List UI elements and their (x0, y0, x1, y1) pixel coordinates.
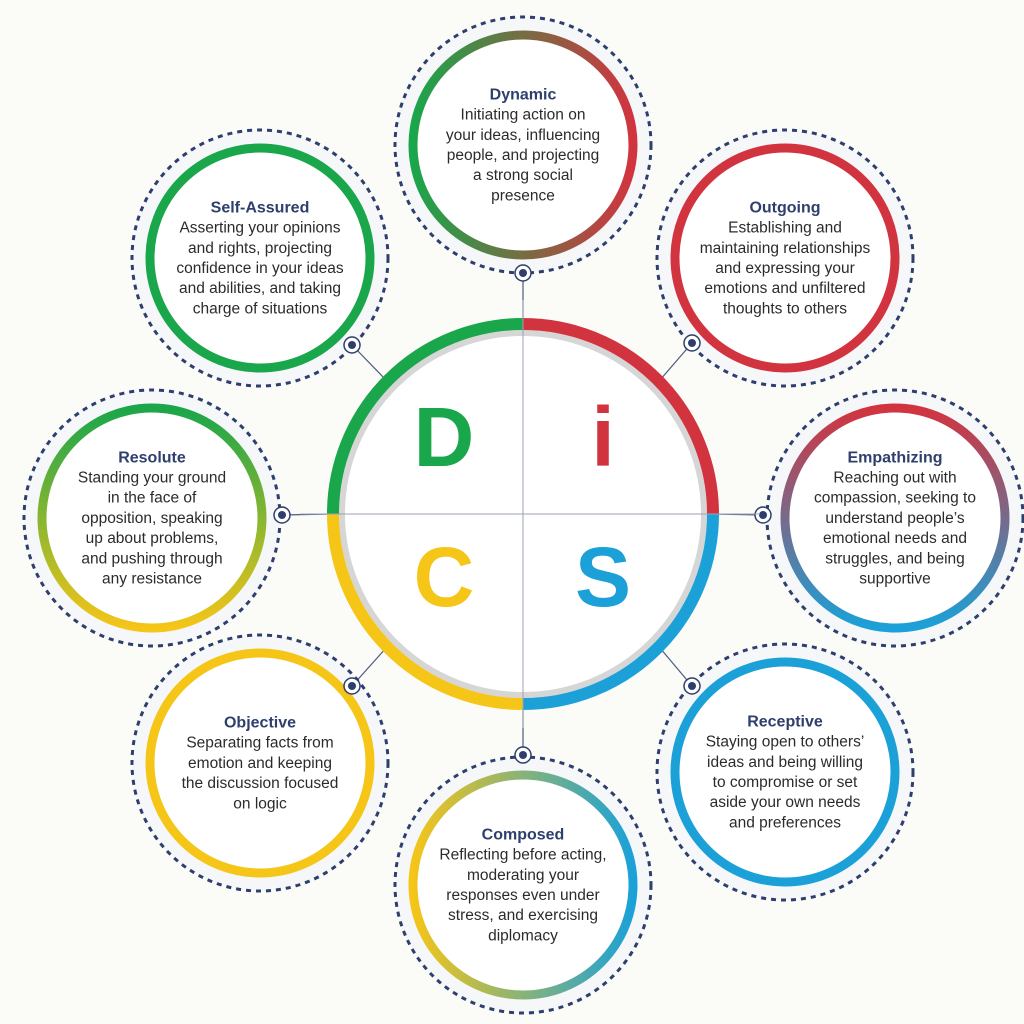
trait-description-line: understand people’s (825, 510, 965, 527)
trait-title: Self-Assured (211, 199, 310, 216)
arc-d-green (327, 318, 524, 515)
trait-description-line: in the face of (108, 490, 197, 507)
letter-c: C (414, 530, 475, 624)
trait-ring (780, 403, 1010, 633)
trait-description-line: struggles, and being (825, 550, 965, 567)
disc-center-circle: D i C S (300, 300, 760, 728)
connector-dot (348, 341, 356, 349)
trait-title: Objective (224, 715, 296, 732)
trait-description-line: and preferences (729, 814, 841, 831)
trait-description-line: diplomacy (488, 927, 558, 944)
trait-description-line: charge of situations (193, 300, 328, 317)
trait-description-line: stress, and exercising (448, 907, 598, 924)
trait-description-line: up about problems, (86, 530, 219, 547)
trait-description-line: presence (491, 187, 555, 204)
letter-s: S (575, 530, 631, 624)
trait-ring (37, 403, 267, 633)
trait-description-line: Staying open to others’ (706, 734, 865, 751)
trait-ring (145, 143, 375, 373)
trait-title: Outgoing (749, 199, 820, 216)
trait-description-line: and abilities, and taking (179, 280, 341, 297)
trait-description-line: Reaching out with (833, 470, 956, 487)
trait-ring (670, 143, 900, 373)
trait-description-line: moderating your (467, 867, 579, 884)
trait-description-line: your ideas, influencing (446, 127, 600, 144)
trait-description-line: and expressing your (715, 260, 855, 277)
trait-description-line: on logic (233, 795, 287, 812)
trait-ring (145, 648, 375, 878)
trait-description-line: Asserting your opinions (179, 220, 340, 237)
letter-i: i (591, 390, 614, 484)
trait-description-line: any resistance (102, 571, 202, 588)
trait-description-line: a strong social (473, 167, 573, 184)
trait-description-line: ideas and being willing (707, 754, 863, 771)
trait-description-line: and rights, projecting (188, 240, 332, 257)
trait-description-line: Establishing and (728, 220, 842, 237)
trait-description-line: supportive (859, 571, 931, 588)
trait-description-line: opposition, speaking (81, 510, 222, 527)
connector-dot (688, 339, 696, 347)
trait-description-line: Standing your ground (78, 470, 226, 487)
trait-description-line: emotions and unfiltered (704, 280, 865, 297)
trait-description-line: people, and projecting (447, 147, 600, 164)
trait-title: Resolute (118, 449, 186, 466)
trait-description-line: responses even under (446, 887, 599, 904)
trait-description-line: compassion, seeking to (814, 490, 976, 507)
trait-description-line: confidence in your ideas (176, 260, 343, 277)
connector-dot (278, 511, 286, 519)
trait-title: Empathizing (847, 449, 942, 466)
trait-ring (408, 770, 638, 1000)
trait-description-line: the discussion focused (182, 775, 339, 792)
trait-ring (408, 30, 638, 260)
arc-c-yellow (327, 513, 524, 710)
connector-dot (688, 682, 696, 690)
connector-dot (519, 751, 527, 759)
trait-description-line: emotion and keeping (188, 755, 332, 772)
trait-description-line: maintaining relationships (700, 240, 871, 257)
connector-dot (759, 511, 767, 519)
trait-description-line: Initiating action on (461, 107, 586, 124)
letter-d: D (414, 390, 475, 484)
trait-description-line: and pushing through (81, 550, 222, 567)
trait-description-line: aside your own needs (710, 794, 861, 811)
trait-description-line: thoughts to others (723, 300, 847, 317)
arc-s-blue (522, 513, 719, 710)
trait-description-line: to compromise or set (713, 774, 858, 791)
trait-title: Dynamic (490, 86, 557, 103)
trait-description-line: Separating facts from (186, 735, 333, 752)
trait-description-line: Reflecting before acting, (439, 847, 606, 864)
trait-description-line: emotional needs and (823, 530, 967, 547)
connector-dot (348, 682, 356, 690)
connector-dot (519, 269, 527, 277)
trait-ring (670, 657, 900, 887)
arc-i-red (522, 318, 719, 515)
trait-title: Receptive (747, 713, 823, 730)
trait-title: Composed (482, 826, 565, 843)
